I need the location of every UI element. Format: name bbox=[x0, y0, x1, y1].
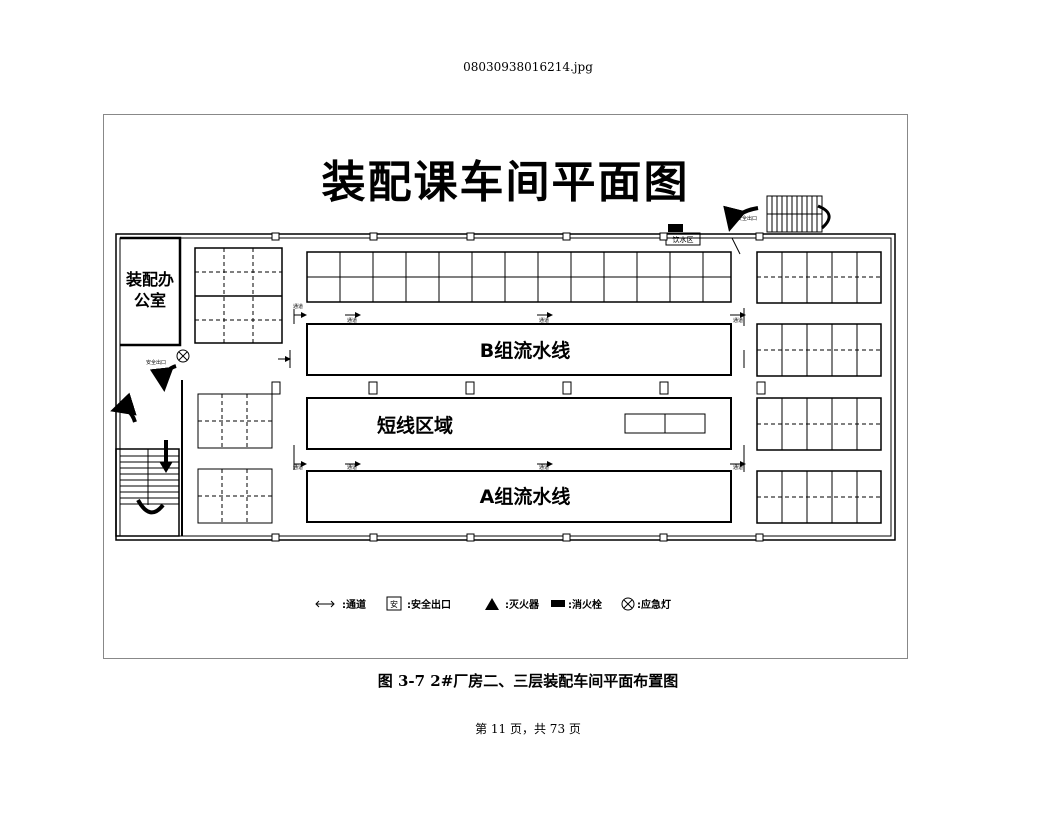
diagram-frame bbox=[103, 114, 908, 659]
legend-emergency-light-icon bbox=[621, 597, 635, 611]
plan-title: 装配课车间平面图 bbox=[321, 157, 690, 208]
svg-text:通道: 通道 bbox=[539, 464, 549, 471]
legend-extinguisher: :灭火器 bbox=[505, 599, 540, 611]
emergency-light-icon bbox=[176, 349, 190, 363]
office-label-1: 装配办 bbox=[125, 270, 174, 289]
figure-caption: 图 3-7 2#厂房二、三层装配车间平面布置图 bbox=[377, 672, 679, 690]
left-exit-arrows bbox=[110, 364, 177, 423]
line-b-label: B组流水线 bbox=[480, 339, 570, 362]
legend-exit-char: 安 bbox=[390, 599, 398, 609]
legend-extinguisher-icon bbox=[485, 598, 499, 610]
line-a: A组流水线 bbox=[306, 470, 732, 523]
file-name: 08030938016214.jpg bbox=[463, 60, 593, 74]
office-room: 装配办 公室 bbox=[120, 236, 182, 347]
drinking-water-label: 饮水区 bbox=[673, 235, 694, 244]
emergency-exit-label: 安全出口 bbox=[146, 359, 166, 366]
right-staircase bbox=[723, 195, 831, 233]
rack-left-mid bbox=[197, 393, 273, 449]
drinking-water-area: 饮水区 bbox=[665, 224, 741, 255]
line-b: B组流水线 bbox=[306, 323, 732, 376]
legend-channel-icon bbox=[315, 600, 335, 608]
office-label-2: 公室 bbox=[134, 291, 166, 310]
legend-channel: :通道 bbox=[342, 598, 366, 611]
channel-arrows bbox=[278, 308, 746, 472]
page-number: 第 11 页，共 73 页 bbox=[475, 722, 581, 736]
short-line-label: 短线区域 bbox=[377, 414, 453, 437]
legend-emergency-light: :应急灯 bbox=[637, 598, 671, 611]
legend-hydrant: :消火栓 bbox=[568, 598, 602, 611]
svg-text:通道: 通道 bbox=[539, 317, 549, 324]
left-staircase bbox=[115, 440, 180, 537]
short-line-area: 短线区域 bbox=[306, 397, 732, 450]
rack-left-bottom bbox=[197, 468, 273, 524]
legend-exit-icon bbox=[386, 596, 402, 611]
line-a-label: A组流水线 bbox=[480, 485, 571, 508]
extinguisher-markers bbox=[271, 381, 766, 395]
exit-markers bbox=[271, 232, 764, 542]
top-storage-grid bbox=[306, 251, 732, 303]
stair-exit-label: 安全出口 bbox=[737, 215, 757, 222]
svg-text:通道: 通道 bbox=[293, 464, 303, 471]
svg-text:通道: 通道 bbox=[293, 303, 303, 310]
workshop-walls bbox=[115, 233, 896, 541]
channel-labels: 通道 通道 通道 通道 通道 通道 通道 通道 bbox=[293, 303, 743, 471]
legend-hydrant-icon bbox=[551, 600, 565, 607]
rack-right bbox=[756, 251, 882, 524]
svg-text:通道: 通道 bbox=[347, 464, 357, 471]
svg-text:通道: 通道 bbox=[733, 464, 743, 471]
svg-text:通道: 通道 bbox=[733, 317, 743, 324]
legend-exit: :安全出口 bbox=[407, 598, 451, 611]
svg-text:通道: 通道 bbox=[347, 317, 357, 324]
rack-left-top bbox=[194, 247, 283, 344]
legend: :通道 安 :安全出口 :灭火器 :消火栓 :应急灯 bbox=[315, 596, 671, 611]
